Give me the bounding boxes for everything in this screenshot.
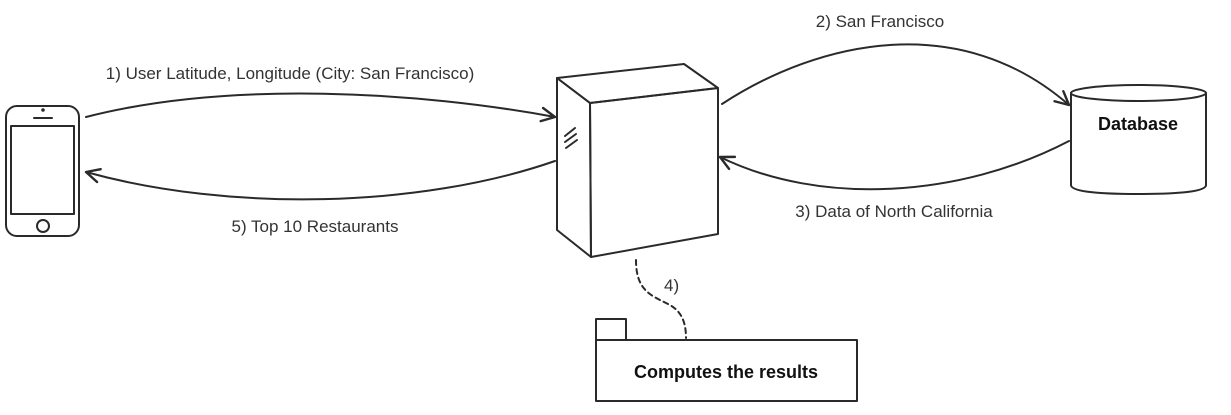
arrow-request <box>85 92 557 123</box>
server-icon <box>556 63 719 258</box>
arrow-query <box>721 43 1071 107</box>
step2-label: 2) San Francisco <box>816 12 945 31</box>
step4-label: 4) <box>664 276 679 295</box>
database-label: Database <box>1098 114 1178 134</box>
arrow-data <box>718 140 1070 191</box>
compute-label: Computes the results <box>634 362 818 382</box>
arrow-response <box>84 160 556 201</box>
step3-label: 3) Data of North California <box>795 202 993 221</box>
step1-label: 1) User Latitude, Longitude (City: San F… <box>106 64 475 83</box>
phone-icon <box>5 105 80 237</box>
step5-label: 5) Top 10 Restaurants <box>232 217 399 236</box>
dashed-connector-compute <box>635 259 687 339</box>
database-icon <box>1070 84 1207 195</box>
component-package-icon <box>595 318 858 402</box>
